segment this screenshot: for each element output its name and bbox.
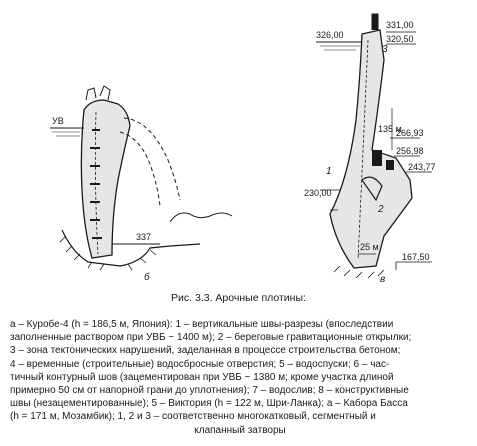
caption-line: а – Куробе-4 (h = 186,5 м, Япония): 1 – … <box>10 319 394 330</box>
caption-line: тичный контурный шов (зацементирован при… <box>10 371 394 383</box>
right-gate-segment <box>361 176 383 202</box>
figure-caption-title: Рис. 3.3. Арочные плотины: <box>171 292 306 304</box>
left-level-label: УВ <box>52 116 64 126</box>
caption-line: 4 – временные (строительные) водосбросны… <box>10 358 390 370</box>
caption-line: (h = 171 м, Мозамбик); 1, 2 и 3 – соотве… <box>10 411 376 423</box>
dam-sections-figure: УВ 337 б 326,00 331,00 3 <box>50 13 436 285</box>
right-internal-joint <box>357 39 369 261</box>
figure-caption-body: а – Куробе-4 (h = 186,5 м, Япония): 1 – … <box>10 318 470 437</box>
right-section-letter: в <box>380 274 385 285</box>
left-headwater-hatch <box>52 131 80 137</box>
left-dam-joint <box>94 111 99 255</box>
marker-1: 1 <box>326 166 332 177</box>
caption-line: 3 – зона тектонических нарушений, задела… <box>10 345 401 357</box>
left-spillway-jet-upper <box>123 117 181 201</box>
elevation-label-243: 243,77 <box>408 162 436 172</box>
right-gate-upper <box>372 150 382 166</box>
right-crest-structure <box>371 13 379 30</box>
elevation-label-167: 167,50 <box>402 252 430 262</box>
left-section-letter: б <box>144 271 150 283</box>
elevation-label-266: 266,93 <box>396 128 424 138</box>
right-foundation-hatch <box>333 262 397 279</box>
marker-2: 2 <box>377 204 384 215</box>
left-spillway-jet-lower <box>119 131 161 207</box>
left-dam-body <box>80 99 131 259</box>
right-elevation-ticks <box>316 31 432 263</box>
dim-label-25: 25 м <box>360 242 379 252</box>
caption-line: клапанный затворы <box>194 424 286 436</box>
dim-label-135: 135 м <box>378 124 402 134</box>
right-dam-body <box>329 29 413 269</box>
marker-3: 3 <box>382 44 388 55</box>
left-dam-section: УВ 337 б <box>50 85 233 283</box>
left-tailwater-label: 337 <box>136 232 151 242</box>
right-gate-middle <box>386 160 394 170</box>
elevation-label-326: 326,00 <box>316 30 344 40</box>
elevation-label-331: 331,00 <box>386 20 414 30</box>
elevation-label-256: 256,98 <box>396 146 424 156</box>
left-plunge-wave <box>169 212 233 223</box>
caption-line: швы (незацементированные); 5 – Виктория … <box>10 398 408 410</box>
right-dam-section: 326,00 331,00 320,50 266,93 256,98 243,7… <box>304 13 436 285</box>
left-crest-structure <box>85 85 111 101</box>
left-foundation-rock <box>61 229 201 267</box>
caption-line: заполненные раствором при УВБ ~ 1400 м);… <box>10 332 412 344</box>
caption-line: примерно 50 см от напорной грани до упло… <box>10 385 409 397</box>
elevation-label-230: 230,00 <box>304 188 332 198</box>
right-headwater-hatch <box>320 45 360 51</box>
left-foundation-hatch <box>59 235 157 271</box>
elevation-label-320: 320,50 <box>386 34 414 44</box>
